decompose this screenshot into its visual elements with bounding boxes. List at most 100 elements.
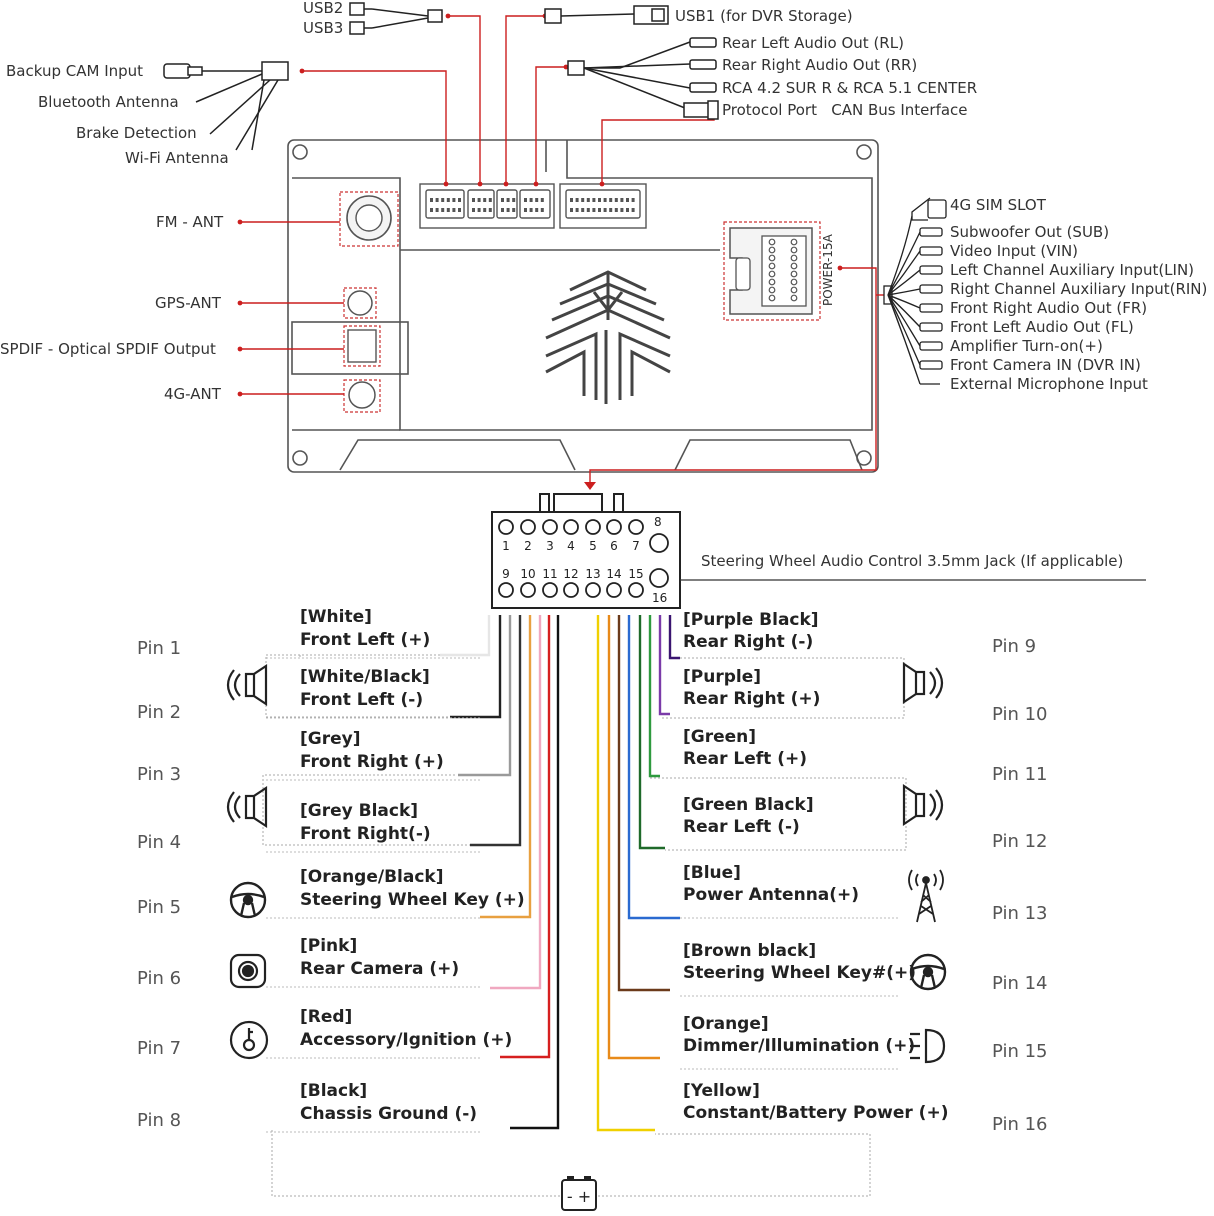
pin-socket xyxy=(606,519,622,535)
right-wire-function: Rear Right (+) xyxy=(683,689,820,709)
connector-pin xyxy=(512,198,516,202)
right-pin-number: Pin 15 xyxy=(992,1041,1048,1062)
connector-pin xyxy=(575,208,579,212)
right-label-3: Left Channel Auxiliary Input(LIN) xyxy=(950,261,1194,279)
speaker-left-icon xyxy=(226,785,268,829)
connector-pin xyxy=(501,198,504,202)
wire-7 xyxy=(500,615,551,1059)
connector-pin xyxy=(452,208,456,212)
power-pin xyxy=(790,286,798,294)
wire-9 xyxy=(668,615,680,660)
rca-plug xyxy=(919,360,943,370)
connector-pin xyxy=(477,198,481,202)
left-wire-function: Steering Wheel Key (+) xyxy=(300,890,525,910)
connector-pin xyxy=(614,208,618,212)
right-pin-number: Pin 11 xyxy=(992,764,1048,785)
connector-pin xyxy=(592,208,596,212)
fm-ant-port xyxy=(339,191,399,247)
leader-dot xyxy=(237,391,243,397)
power-pin xyxy=(768,286,776,294)
right-pin-number: Pin 16 xyxy=(992,1114,1048,1135)
left-wire-color: [Black] xyxy=(300,1081,367,1101)
pin-socket xyxy=(542,519,558,535)
right-wire-color: [Blue] xyxy=(683,863,741,883)
pin-number: 2 xyxy=(524,539,532,553)
wire-1 xyxy=(440,615,491,657)
brake-label: Brake Detection xyxy=(76,124,197,142)
pin-number: 13 xyxy=(585,567,600,581)
connector-pin xyxy=(506,208,510,212)
speaker-left-icon xyxy=(226,663,268,707)
fm-ant-label: FM - ANT xyxy=(156,213,224,231)
left-pin-number: Pin 6 xyxy=(137,968,181,989)
pin-number: 12 xyxy=(563,567,578,581)
power-pin xyxy=(768,254,776,262)
pin-number: 11 xyxy=(542,567,557,581)
rca-plug xyxy=(919,303,943,313)
right-label-9: External Microphone Input xyxy=(950,375,1148,393)
wire-5 xyxy=(480,615,532,919)
connector-pin xyxy=(570,198,573,202)
wire-11 xyxy=(648,615,660,778)
connector-pin xyxy=(586,208,590,212)
pin-socket xyxy=(628,519,644,535)
bluetooth-label: Bluetooth Antenna xyxy=(38,93,179,111)
pin-socket xyxy=(520,519,536,535)
rca-plug xyxy=(919,246,943,256)
right-wire-function: Rear Left (-) xyxy=(683,817,800,837)
connector-pin xyxy=(540,208,544,212)
pin-socket xyxy=(606,582,622,598)
right-label-2: Video Input (VIN) xyxy=(950,242,1078,260)
pin-number: 7 xyxy=(632,539,640,553)
pin-number-8: 8 xyxy=(654,515,662,529)
leader-dot xyxy=(477,181,483,187)
wire-8 xyxy=(510,615,560,1130)
wire-13 xyxy=(627,615,680,920)
connector-pin xyxy=(609,208,613,212)
pin-number: 1 xyxy=(502,539,510,553)
connector-pin xyxy=(506,198,510,202)
right-pin-number: Pin 12 xyxy=(992,831,1048,852)
leader-dot xyxy=(443,181,449,187)
pin-number: 3 xyxy=(546,539,554,553)
left-wire-color: [White] xyxy=(300,607,372,627)
connector-pin xyxy=(620,198,624,202)
right-wire-function: Rear Right (-) xyxy=(683,632,813,652)
power-pin xyxy=(790,262,798,270)
leader-dot xyxy=(503,181,509,187)
left-wire-function: Front Right (+) xyxy=(300,752,444,772)
connector-pin xyxy=(609,198,613,202)
connector-pin xyxy=(631,208,635,212)
left-wire-color: [Pink] xyxy=(300,936,357,956)
left-wire-function: Front Right(-) xyxy=(300,824,431,844)
right-label-7: Amplifier Turn-on(+) xyxy=(950,337,1103,355)
right-wire-function: Power Antenna(+) xyxy=(683,885,859,905)
connector-pin xyxy=(458,208,461,212)
steering-wheel-icon xyxy=(229,881,267,919)
leader-dot xyxy=(237,300,243,306)
connector-pin xyxy=(603,198,607,202)
connector-pin xyxy=(535,198,539,202)
connector-pin xyxy=(446,198,450,202)
pin-wires xyxy=(440,615,680,1132)
pin-socket xyxy=(585,519,601,535)
right-cable xyxy=(887,294,921,328)
pin-number: 15 xyxy=(628,567,643,581)
right-label-1: Subwoofer Out (SUB) xyxy=(950,223,1109,241)
spdif-label: SPDIF - Optical SPDIF Output xyxy=(0,340,216,358)
left-wire-function: Accessory/Ignition (+) xyxy=(300,1030,512,1050)
usb2-label: USB2 xyxy=(303,0,343,17)
power-pin xyxy=(768,294,776,302)
steering-jack-label: Steering Wheel Audio Control 3.5mm Jack … xyxy=(701,552,1123,570)
right-wire-function: Dimmer/Illumination (+) xyxy=(683,1036,915,1056)
left-pin-number: Pin 2 xyxy=(137,702,181,723)
connector-pin xyxy=(435,208,439,212)
connector-pin xyxy=(540,198,544,202)
left-wire-function: Front Left (-) xyxy=(300,690,423,710)
connector-pin xyxy=(524,198,527,202)
backup-cam-label: Backup CAM Input xyxy=(6,62,143,80)
pin-number: 4 xyxy=(567,539,575,553)
wire-2 xyxy=(450,615,502,719)
